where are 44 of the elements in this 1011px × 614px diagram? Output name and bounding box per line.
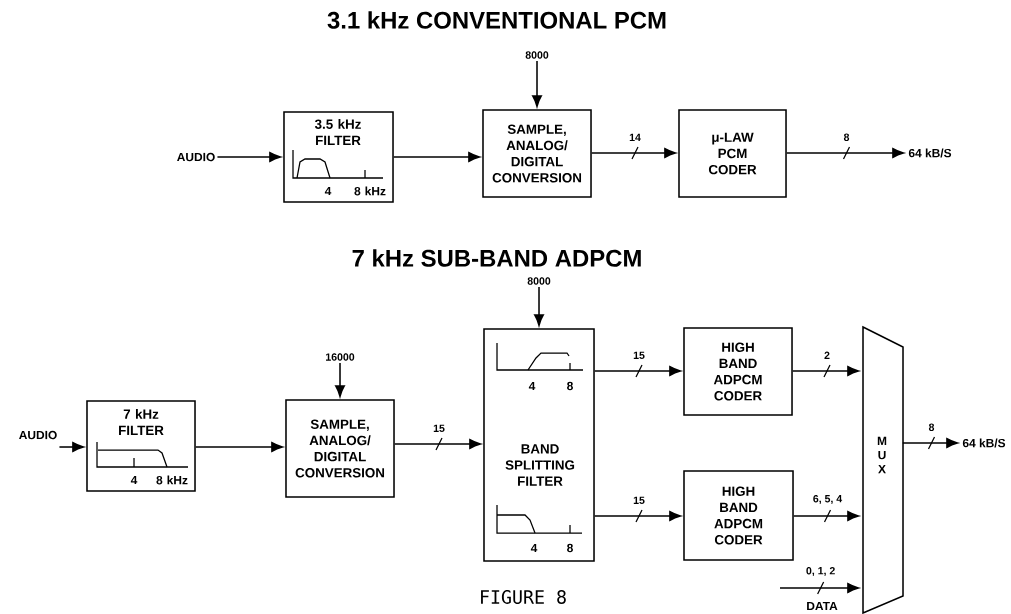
caption: FIGURE 8 bbox=[481, 590, 566, 604]
arrow bbox=[534, 286, 544, 326]
arrow bbox=[393, 152, 480, 162]
signal-label: AUDIO bbox=[19, 430, 57, 440]
edge-label: 6, 5, 4 bbox=[813, 495, 843, 504]
signal-label: 64 kB/S bbox=[962, 438, 1006, 448]
signal-label: 64 kB/S bbox=[908, 148, 952, 158]
filter-box: 4 8 BAND SPLITTING FILTER 4 8 bbox=[483, 328, 595, 562]
process-box: HIGH BAND ADPCM CODER bbox=[683, 327, 793, 416]
arrow bbox=[902, 438, 958, 448]
heading: 7 kHz SUB-BAND ADPCM bbox=[352, 249, 641, 267]
arrow bbox=[195, 442, 283, 452]
arrow bbox=[591, 148, 676, 158]
signal-label: 8000 bbox=[527, 277, 551, 285]
arrow bbox=[58, 442, 84, 452]
arrow bbox=[335, 362, 345, 397]
heading: 3.1 kHz CONVENTIONAL PCM bbox=[327, 11, 666, 29]
input-label: DATA bbox=[807, 601, 838, 611]
filter-box: 3.5 kHz FILTER 4 8 kHz bbox=[283, 111, 394, 203]
process-box: μ-LAW PCM CODER bbox=[678, 109, 787, 198]
arrow bbox=[394, 439, 481, 449]
edge-label: 15 bbox=[633, 351, 645, 359]
arrow bbox=[532, 60, 542, 107]
arrow bbox=[594, 511, 681, 521]
edge-label: 8 bbox=[843, 133, 850, 141]
signal-label: 8000 bbox=[525, 51, 549, 59]
edge-label: 2 bbox=[824, 351, 830, 359]
edge-label: 15 bbox=[433, 424, 445, 432]
process-box: SAMPLE, ANALOG/ DIGITAL CONVERSION bbox=[482, 109, 592, 198]
arrow bbox=[216, 152, 281, 162]
edge-label: 8 bbox=[928, 423, 935, 431]
signal-label: 16000 bbox=[326, 353, 355, 361]
arrow bbox=[793, 511, 859, 521]
edge-label: 15 bbox=[633, 496, 645, 504]
arrow bbox=[594, 366, 681, 376]
signal-label: AUDIO bbox=[177, 152, 215, 162]
arrow bbox=[786, 148, 904, 158]
arrow bbox=[779, 583, 859, 593]
filter-box: 7 kHz FILTER 4 8 kHz bbox=[86, 400, 196, 492]
arrow bbox=[792, 366, 859, 376]
process-box: SAMPLE, ANALOG/ DIGITAL CONVERSION bbox=[285, 399, 395, 498]
edge-label: 14 bbox=[629, 133, 641, 141]
process-box: HIGH BAND ADPCM CODER bbox=[683, 470, 794, 561]
edge-label: 0, 1, 2 bbox=[806, 567, 835, 576]
